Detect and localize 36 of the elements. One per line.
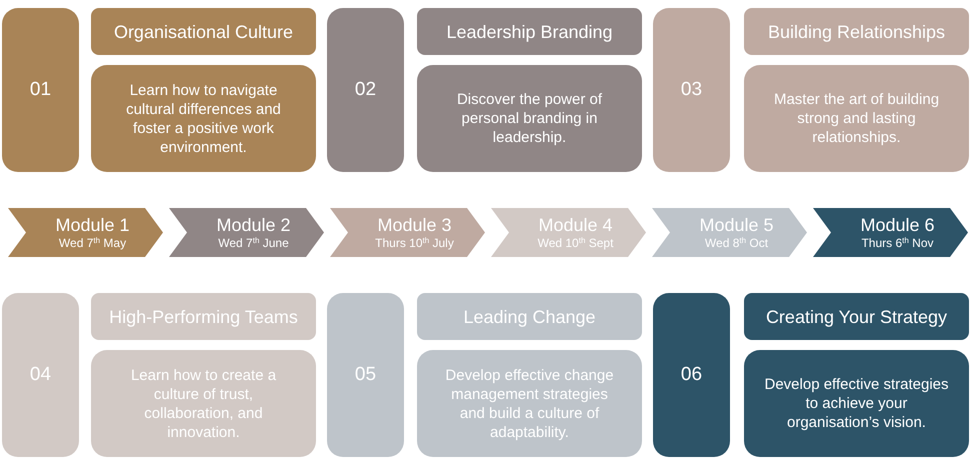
module-label: Module 2 — [216, 214, 291, 236]
module-number-card: 05 — [327, 293, 404, 457]
module-date: Thurs 6$^{th}$ Nov — [861, 236, 934, 250]
module-date: Wed 8$^{th}$ Oct — [704, 236, 768, 250]
module-date-banner — [652, 208, 807, 257]
module-description-card: Master the art of building strong and lasting relationships. — [744, 65, 969, 172]
module-date-banner — [330, 208, 485, 257]
module-label: Module 1 — [55, 214, 130, 236]
module-label: Module 5 — [699, 214, 774, 236]
module-description-card: Learn how to navigate cultural differences and foster a positive work environment. — [91, 65, 316, 172]
module-date-banner — [169, 208, 324, 257]
module-description-card: Discover the power of personal branding in leadership. — [417, 65, 642, 172]
module-date: Thurs 10$^{th}$ July — [375, 236, 454, 250]
module-number-card: 06 — [653, 293, 730, 457]
module-title-card: Organisational Culture — [91, 8, 316, 55]
module-label: Module 4 — [538, 214, 613, 236]
module-title-card: Building Relationships — [744, 8, 969, 55]
module-number-card: 01 — [2, 8, 79, 172]
module-label: Module 3 — [377, 214, 452, 236]
module-number-card: 04 — [2, 293, 79, 457]
module-description-card: Develop effective strategies to achieve your organisation’s vision. — [744, 350, 969, 457]
module-title-card: Creating Your Strategy — [744, 293, 969, 340]
module-title-card: Leadership Branding — [417, 8, 642, 55]
module-description-card: Develop effective change management strategies and build a culture of adaptability. — [417, 350, 642, 457]
module-title-card: Leading Change — [417, 293, 642, 340]
module-date: Wed 7$^{th}$ May — [58, 236, 126, 250]
module-date: Wed 7$^{th}$ June — [218, 236, 289, 250]
module-date-banner — [8, 208, 163, 257]
module-title-card: High-Performing Teams — [91, 293, 316, 340]
module-number-card: 03 — [653, 8, 730, 172]
module-description-card: Learn how to create a culture of trust, collaboration, and innovation. — [91, 350, 316, 457]
module-date: Wed 10$^{th}$ Sept — [538, 236, 614, 250]
module-date-banner — [813, 208, 968, 257]
module-number-card: 02 — [327, 8, 404, 172]
module-date-banner — [491, 208, 646, 257]
module-label: Module 6 — [860, 214, 935, 236]
